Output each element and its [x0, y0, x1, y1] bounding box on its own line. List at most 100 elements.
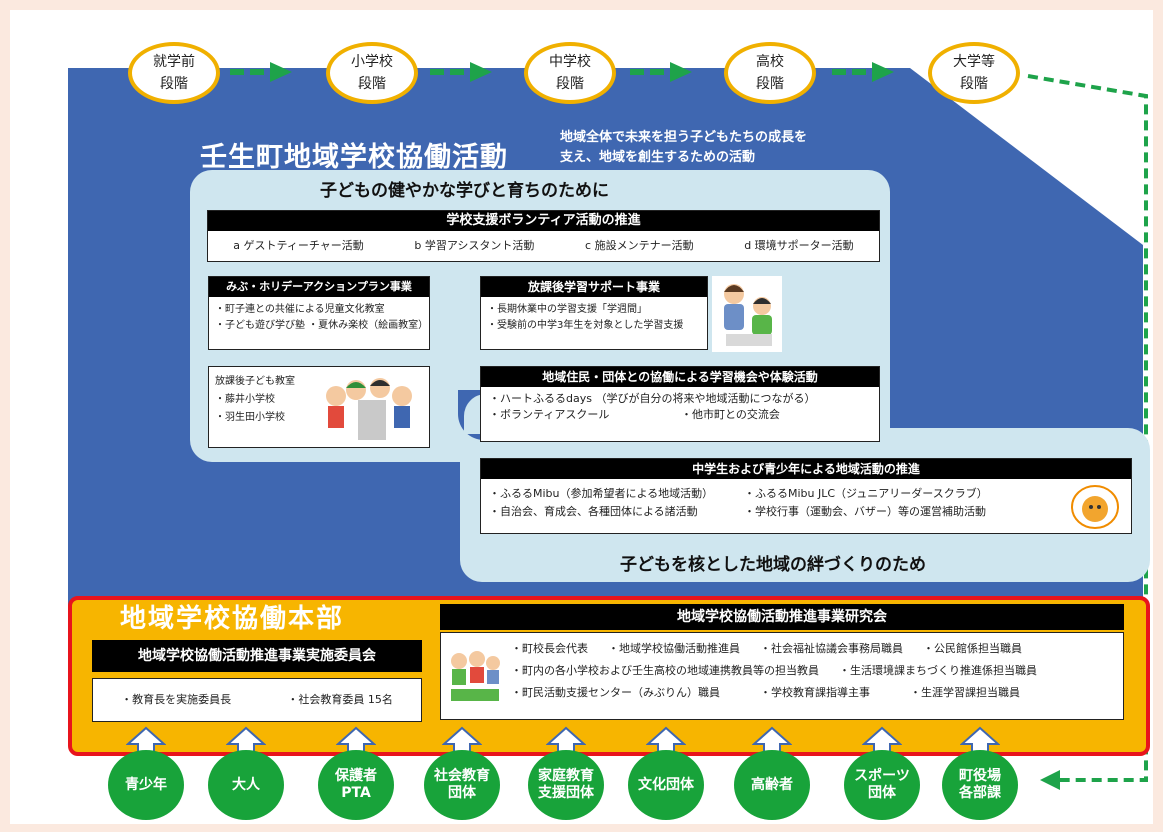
group-youth: 青少年 — [108, 750, 184, 820]
committee-items-box: ・教育長を実施委員長 ・社会教育委員 15名 — [92, 678, 422, 722]
study-group-item: ・生涯学習課担当職員 — [910, 686, 1020, 699]
group-label: 社会教育 — [434, 768, 490, 784]
school-support-items: a ゲストティーチャー活動 b 学習アシスタント活動 c 施設メンテナー活動 d… — [208, 231, 879, 254]
upper-panel-title: 子どもの健やかな学びと育ちのために — [320, 181, 609, 201]
youth-activity-right: ・ふるるMibu JLC（ジュニアリーダースクラブ） ・学校行事（運動会、バザー… — [744, 485, 988, 521]
study-support-illustration-icon — [712, 276, 782, 352]
afterschool-learning-header: 放課後学習サポート事業 — [481, 277, 707, 297]
study-group-header: 地域学校協働活動推進事業研究会 — [440, 604, 1124, 630]
group-label: 保護者 — [335, 768, 377, 784]
group-culture: 文化団体 — [628, 750, 704, 820]
youth-activity-line: ・自治会、育成会、各種団体による諸活動 — [489, 505, 698, 518]
group-label: 団体 — [448, 785, 476, 801]
community-coop-line: ・ボランティアスクール — [489, 408, 610, 421]
afterschool-kids-line: ・羽生田小学校 — [215, 412, 285, 423]
mascot-logo-icon — [1071, 485, 1119, 529]
study-group-item: ・学校教育課指導主事 — [760, 686, 870, 699]
group-elderly: 高齢者 — [734, 750, 810, 820]
dashed-arrow-icon — [630, 62, 692, 82]
group-adults: 大人 — [208, 750, 284, 820]
youth-activity-line: ・ふるるMibu（参加希望者による地域活動） — [489, 487, 714, 500]
subtitle-line: 支え、地域を創生するための活動 — [560, 150, 756, 165]
stage-label: 段階 — [556, 76, 584, 92]
group-label: 青少年 — [125, 776, 167, 793]
group-label: 各部課 — [959, 785, 1001, 801]
study-group-item: ・社会福祉協議会事務局職員 — [760, 642, 903, 655]
group-label: 大人 — [232, 776, 260, 793]
stage-university: 大学等 段階 — [928, 42, 1020, 104]
dashed-arrow-icon — [230, 62, 292, 82]
afterschool-learning-box: 放課後学習サポート事業 ・長期休業中の学習支援「学週間」 ・受験前の中学3年生を… — [480, 276, 708, 350]
stage-elementary: 小学校 段階 — [326, 42, 418, 104]
afterschool-kids-box: 放課後子ども教室 ・藤井小学校 ・羽生田小学校 — [208, 366, 430, 448]
afterschool-learning-line: ・長期休業中の学習支援「学週間」 — [487, 304, 647, 315]
study-group-item: ・公民館係担当職員 — [923, 642, 1022, 655]
group-sports: スポーツ 団体 — [844, 750, 920, 820]
group-guardians-pta: 保護者 PTA — [318, 750, 394, 820]
group-family-education: 家庭教育 支援団体 — [528, 750, 604, 820]
school-support-item: c 施設メンテナー活動 — [585, 239, 694, 252]
main-title: 壬生町地域学校協働活動 — [200, 142, 508, 173]
lower-panel-title: 子どもを核とした地域の絆づくりのため — [620, 555, 926, 575]
stage-label: 段階 — [160, 76, 188, 92]
mibu-holiday-line: ・子ども遊び学び塾 ・夏休み楽校（絵画教室） — [215, 320, 429, 331]
stage-label: 中学校 — [549, 54, 591, 70]
afterschool-kids-title: 放課後子ども教室 — [215, 376, 295, 387]
group-label: 高齢者 — [751, 776, 793, 793]
study-group-item: ・町民活動支援センター（みぶりん）職員 — [511, 686, 720, 699]
stage-junior-high: 中学校 段階 — [524, 42, 616, 104]
subtitle-line: 地域全体で未来を担う子どもたちの成長を — [560, 130, 808, 145]
school-support-item: a ゲストティーチャー活動 — [233, 239, 364, 252]
study-group-row: ・町民活動支援センター（みぶりん）職員 ・学校教育課指導主事 ・生涯学習課担当職… — [511, 685, 1020, 701]
youth-activity-header: 中学生および青少年による地域活動の推進 — [481, 459, 1131, 479]
stage-label: 小学校 — [351, 54, 393, 70]
meeting-people-illustration-icon — [451, 651, 500, 701]
group-label: PTA — [341, 785, 371, 801]
youth-activity-box: 中学生および青少年による地域活動の推進 ・ふるるMibu（参加希望者による地域活… — [480, 458, 1132, 534]
group-label: 文化団体 — [638, 776, 694, 793]
group-label: 支援団体 — [538, 785, 594, 801]
youth-activity-lines: ・ふるるMibu（参加希望者による地域活動） ・自治会、育成会、各種団体による諸… — [481, 479, 1131, 527]
stage-high-school: 高校 段階 — [724, 42, 816, 104]
study-group-item: ・生活環境課まちづくり推進係担当職員 — [839, 664, 1037, 677]
main-subtitle: 地域全体で未来を担う子どもたちの成長を 支え、地域を創生するための活動 — [560, 128, 807, 168]
community-coop-line: ・ハートふるるdays （学びが自分の将来や地域活動につながる） — [489, 392, 816, 405]
stage-preschool: 就学前 段階 — [128, 42, 220, 104]
dashed-arrow-icon — [430, 62, 492, 82]
return-path-arrow-icon — [1027, 74, 1148, 790]
school-support-header: 学校支援ボランティア活動の推進 — [208, 211, 879, 231]
community-coop-line: ・他市町との交流会 — [681, 408, 780, 421]
group-social-education: 社会教育 団体 — [424, 750, 500, 820]
study-group-item: ・町校長会代表 — [511, 642, 588, 655]
stage-label: 段階 — [358, 76, 386, 92]
committee-item: ・教育長を実施委員長 — [121, 693, 232, 706]
community-coop-box: 地域住民・団体との協働による学習機会や体験活動 ・ハートふるるdays （学びが… — [480, 366, 880, 442]
study-group-row: ・町校長会代表 ・地域学校協働活動推進員 ・社会福祉協議会事務局職員 ・公民館係… — [511, 641, 1022, 657]
stage-label: 段階 — [960, 76, 988, 92]
mibu-holiday-header: みぶ・ホリデーアクションプラン事業 — [209, 277, 429, 297]
study-group-row: ・町内の各小学校および壬生高校の地域連携教員等の担当教員 ・生活環境課まちづくり… — [511, 663, 1037, 679]
youth-activity-line: ・学校行事（運動会、バザー）等の運営補助活動 — [744, 505, 986, 518]
stage-label: 高校 — [756, 54, 784, 70]
dashed-arrow-icon — [832, 62, 894, 82]
diagram-canvas: 就学前 段階 小学校 段階 中学校 段階 高校 段階 大学等 段階 壬生町地域学… — [10, 10, 1153, 824]
committee-item: ・社会教育委員 15名 — [287, 693, 393, 706]
group-label: スポーツ — [854, 768, 910, 784]
school-support-item: b 学習アシスタント活動 — [414, 239, 535, 252]
study-group-item: ・町内の各小学校および壬生高校の地域連携教員等の担当教員 — [511, 664, 819, 677]
school-support-item: d 環境サポーター活動 — [744, 239, 854, 252]
mibu-holiday-box: みぶ・ホリデーアクションプラン事業 ・町子連との共催による児童文化教室 ・子ども… — [208, 276, 430, 350]
committee-header: 地域学校協働活動推進事業実施委員会 — [92, 640, 422, 672]
community-coop-lines: ・ハートふるるdays （学びが自分の将来や地域活動につながる） ・ボランティア… — [481, 387, 879, 439]
school-support-box: 学校支援ボランティア活動の推進 a ゲストティーチャー活動 b 学習アシスタント… — [207, 210, 880, 262]
stage-label: 大学等 — [953, 54, 995, 70]
afterschool-kids-lines: 放課後子ども教室 ・藤井小学校 ・羽生田小学校 — [209, 367, 429, 433]
children-group-illustration-icon — [326, 378, 412, 440]
hq-title: 地域学校協働本部 — [120, 604, 345, 634]
mibu-holiday-line: ・町子連との共催による児童文化教室 — [215, 304, 385, 315]
youth-activity-left: ・ふるるMibu（参加希望者による地域活動） ・自治会、育成会、各種団体による諸… — [489, 485, 744, 521]
stage-label: 就学前 — [153, 54, 195, 70]
group-label: 家庭教育 — [538, 768, 594, 784]
community-coop-header: 地域住民・団体との協働による学習機会や体験活動 — [481, 367, 879, 387]
group-label: 町役場 — [959, 768, 1001, 784]
